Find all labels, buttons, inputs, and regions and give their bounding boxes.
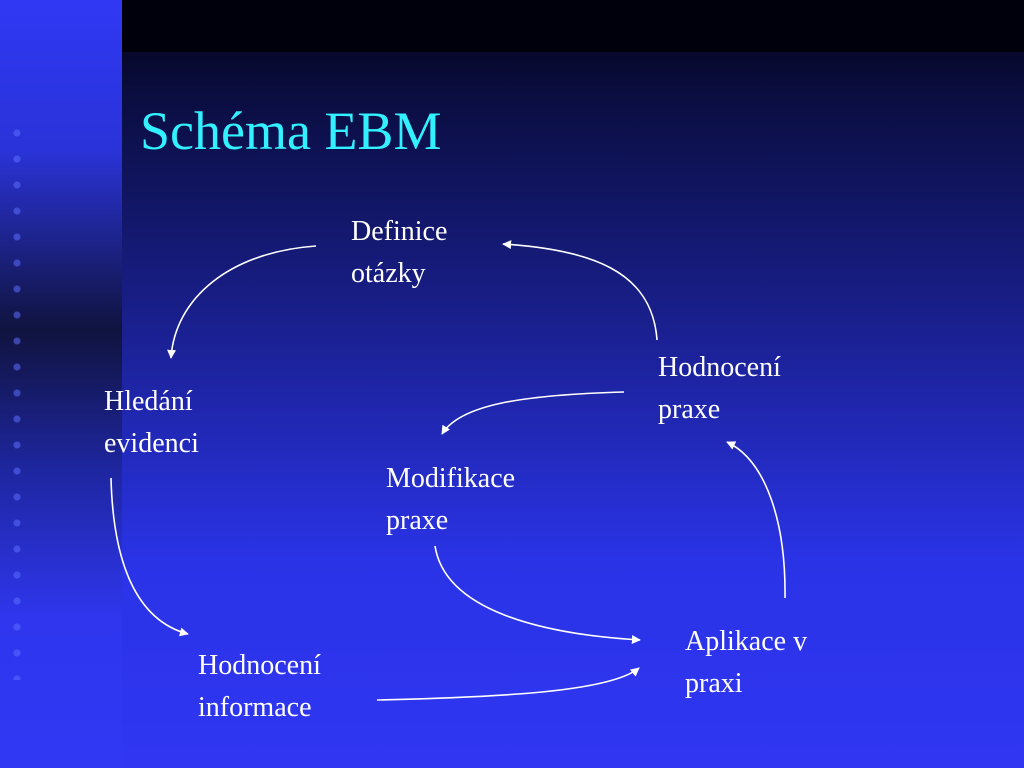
node-definice-otazky: Definice otázky <box>351 211 447 295</box>
arrow-hledani-to-hodnoceni-informace <box>110 477 189 637</box>
node-aplikace-v-praxi: Aplikace v praxi <box>685 621 807 705</box>
node-hodnoceni-praxe-line1: Hodnocení <box>658 352 781 383</box>
node-modifikace-praxe: Modifikace praxe <box>386 458 515 542</box>
node-hledani-line1: Hledání <box>104 386 193 417</box>
arrow-hodnoceni-praxe-to-modifikace <box>441 391 625 435</box>
node-definice-line2: otázky <box>351 258 426 289</box>
node-definice-line1: Definice <box>351 216 448 247</box>
node-modifikace-line1: Modifikace <box>386 463 516 494</box>
node-hledani-evidenci: Hledání evidenci <box>104 381 199 465</box>
slide-title: Schéma EBM <box>140 101 442 161</box>
node-modifikace-line2: praxe <box>386 505 449 536</box>
node-hodnoceni-informace: Hodnocení informace <box>198 645 321 729</box>
left-decorative-band <box>0 0 122 768</box>
arrow-definice-to-hledani <box>167 245 317 359</box>
arrow-modifikace-to-aplikace <box>434 545 641 645</box>
node-aplikace-line2: praxi <box>685 668 743 699</box>
node-aplikace-line1: Aplikace v <box>685 626 808 657</box>
arrow-hodnoceni-informace-to-aplikace <box>376 667 640 701</box>
decorative-dot-column <box>7 120 27 680</box>
top-dark-band <box>122 0 1024 52</box>
node-hodnoceni-informace-line2: informace <box>198 692 312 723</box>
arrow-aplikace-to-hodnoceni-praxe <box>726 441 786 599</box>
node-hodnoceni-praxe: Hodnocení praxe <box>658 347 781 431</box>
node-hodnoceni-informace-line1: Hodnocení <box>198 650 321 681</box>
node-hledani-line2: evidenci <box>104 428 199 459</box>
node-hodnoceni-praxe-line2: praxe <box>658 394 721 425</box>
arrow-hodnoceni-praxe-to-definice <box>502 240 658 341</box>
